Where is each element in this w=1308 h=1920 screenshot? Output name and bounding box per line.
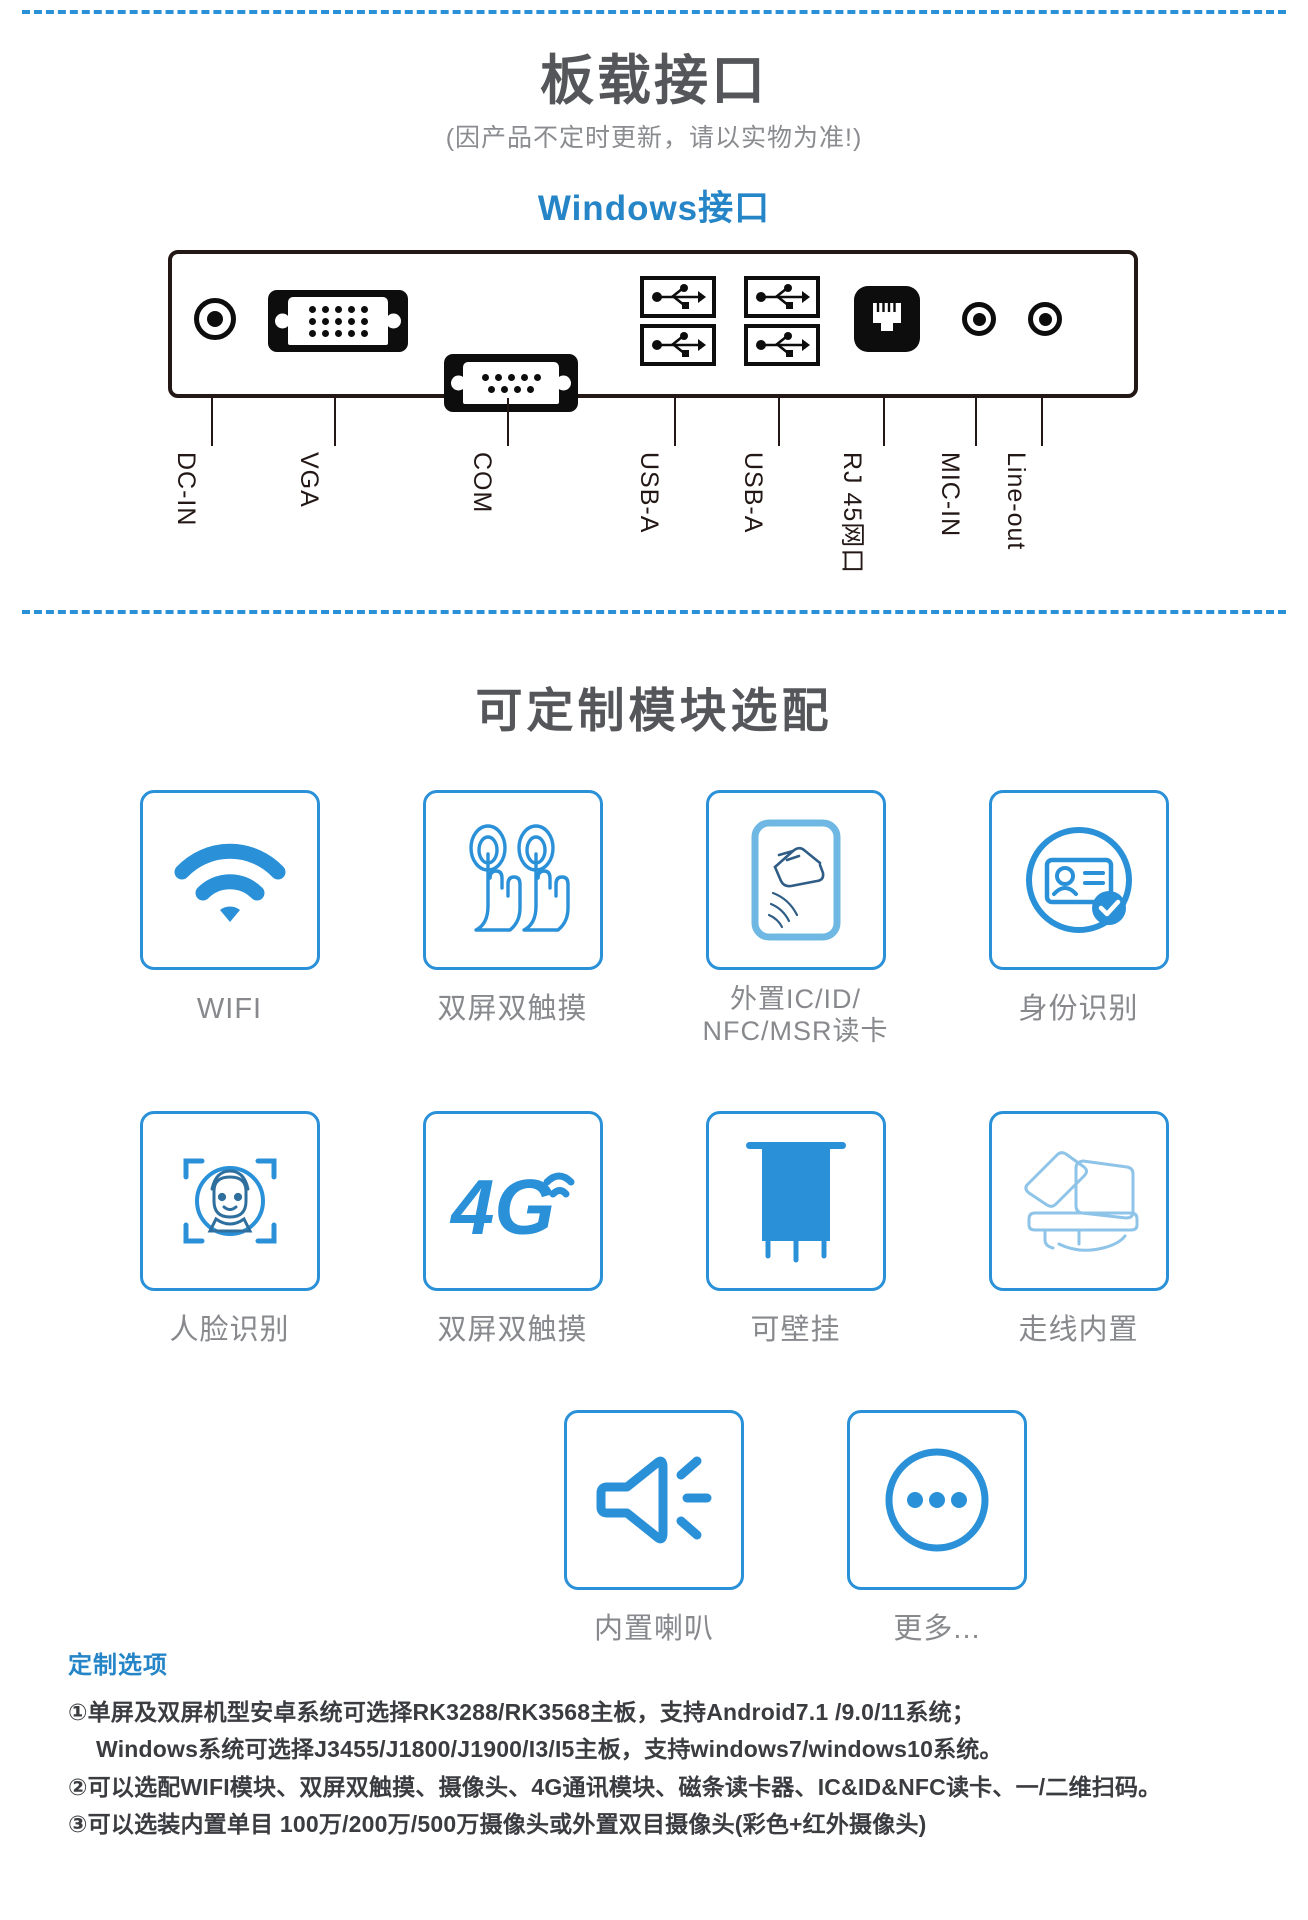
module-label: 外置IC/ID/ NFC/MSR读卡: [702, 984, 889, 1046]
module-item-wifi[interactable]: WIFI: [88, 790, 371, 1048]
customization-options: 定制选项 ①单屏及双屏机型安卓系统可选择RK3288/RK3568主板，支持An…: [68, 1645, 1248, 1843]
com-port-icon: [444, 354, 578, 412]
customization-line-3: ②可以选配WIFI模块、双屏双触摸、摄像头、4G通讯模块、磁条读卡器、IC&ID…: [68, 1773, 1162, 1800]
usb-symbol-icon: [744, 324, 820, 366]
module-label: 双屏双触摸: [437, 993, 588, 1025]
usb-a-port-icon: [744, 276, 820, 366]
port-label-usb-a-2: USB-A: [739, 452, 767, 534]
leader-line: [883, 398, 885, 446]
port-label-line-out: Line-out: [1002, 452, 1030, 551]
module-row: 人脸识别 4G 双屏双触摸: [0, 1110, 1308, 1347]
wall-mount-icon: [705, 1110, 886, 1291]
port-label-dc-in: DC-IN: [172, 452, 200, 527]
module-item-id-recognition[interactable]: 身份识别: [937, 790, 1220, 1048]
vga-port-icon: [268, 290, 408, 352]
module-label: 双屏双触摸: [437, 1313, 588, 1346]
cable-routing-icon: [988, 1110, 1169, 1291]
modules-section-title: 可定制模块选配: [475, 684, 833, 737]
customization-line-1: ①单屏及双屏机型安卓系统可选择RK3288/RK3568主板，支持Android…: [68, 1699, 976, 1725]
module-row: WIFI: [0, 790, 1308, 1048]
io-panel: [168, 250, 1138, 412]
dc-jack-icon: [194, 298, 236, 340]
4g-icon: 4G: [422, 1110, 603, 1291]
usb-symbol-icon: [744, 276, 820, 318]
customization-line-4: ③可以选装内置单目 100万/200万/500万摄像头或外置双目摄像头(彩色+红…: [68, 1810, 927, 1837]
module-item-wall-mount[interactable]: 可壁挂: [654, 1110, 937, 1347]
port-label-com: COM: [468, 452, 496, 514]
rj45-port-icon: [854, 286, 920, 352]
module-grid: WIFI: [0, 790, 1308, 1646]
leader-line: [1041, 398, 1043, 446]
module-item-more[interactable]: 更多...: [796, 1409, 1079, 1646]
port-label-rj45: RJ 45网口: [838, 452, 866, 575]
dual-touch-icon: [422, 790, 603, 970]
leader-line: [211, 398, 213, 446]
module-label: 走线内置: [1018, 1313, 1139, 1346]
face-recognition-icon: [139, 1110, 320, 1291]
usb-symbol-icon: [640, 324, 716, 366]
audio-jack-icon: [962, 302, 996, 336]
module-item-speaker[interactable]: 内置喇叭: [513, 1409, 796, 1646]
leader-line: [975, 398, 977, 446]
port-label-mic-in: MIC-IN: [936, 452, 964, 538]
port-label-vga: VGA: [295, 452, 323, 508]
leader-line: [674, 398, 676, 446]
port-label-usb-a-1: USB-A: [635, 452, 663, 534]
module-item-cable-routing[interactable]: 走线内置: [937, 1110, 1220, 1347]
usb-a-port-icon: [640, 276, 716, 366]
svg-text:4G: 4G: [449, 1163, 555, 1251]
wifi-icon: [139, 790, 320, 970]
usb-symbol-icon: [640, 276, 716, 318]
divider-top: [22, 10, 1286, 14]
module-item-4g[interactable]: 4G 双屏双触摸: [371, 1110, 654, 1347]
leader-line: [778, 398, 780, 446]
module-row: 内置喇叭 更多...: [283, 1409, 1308, 1646]
module-item-face-recognition[interactable]: 人脸识别: [88, 1110, 371, 1347]
module-label: 内置喇叭: [593, 1612, 714, 1645]
audio-jack-icon: [1028, 302, 1062, 336]
module-label: 可壁挂: [750, 1313, 841, 1346]
module-item-card-reader[interactable]: 外置IC/ID/ NFC/MSR读卡: [654, 790, 937, 1048]
row-spacer: [0, 1048, 1308, 1111]
leader-line: [334, 398, 336, 446]
card-reader-icon: [705, 790, 886, 970]
page-disclaimer: (因产品不定时更新，请以实物为准!): [445, 124, 863, 152]
leader-line: [507, 398, 509, 446]
more-icon: [847, 1409, 1027, 1590]
windows-interface-title: Windows接口: [537, 189, 771, 228]
module-label: WIFI: [196, 993, 263, 1025]
page-title: 板载接口: [540, 51, 768, 111]
module-label: 人脸识别: [169, 1313, 290, 1346]
row-spacer: [0, 1347, 1308, 1410]
module-item-dual-touch[interactable]: 双屏双触摸: [371, 790, 654, 1048]
module-label: 身份识别: [1018, 993, 1139, 1025]
divider-middle: [22, 610, 1286, 614]
id-card-icon: [988, 790, 1169, 970]
speaker-icon: [564, 1409, 744, 1590]
module-label: 更多...: [893, 1612, 981, 1645]
customization-line-2: Windows系统可选择J3455/J1800/J1900/I3/I5主板，支持…: [96, 1736, 1003, 1763]
customization-title: 定制选项: [68, 1652, 168, 1679]
